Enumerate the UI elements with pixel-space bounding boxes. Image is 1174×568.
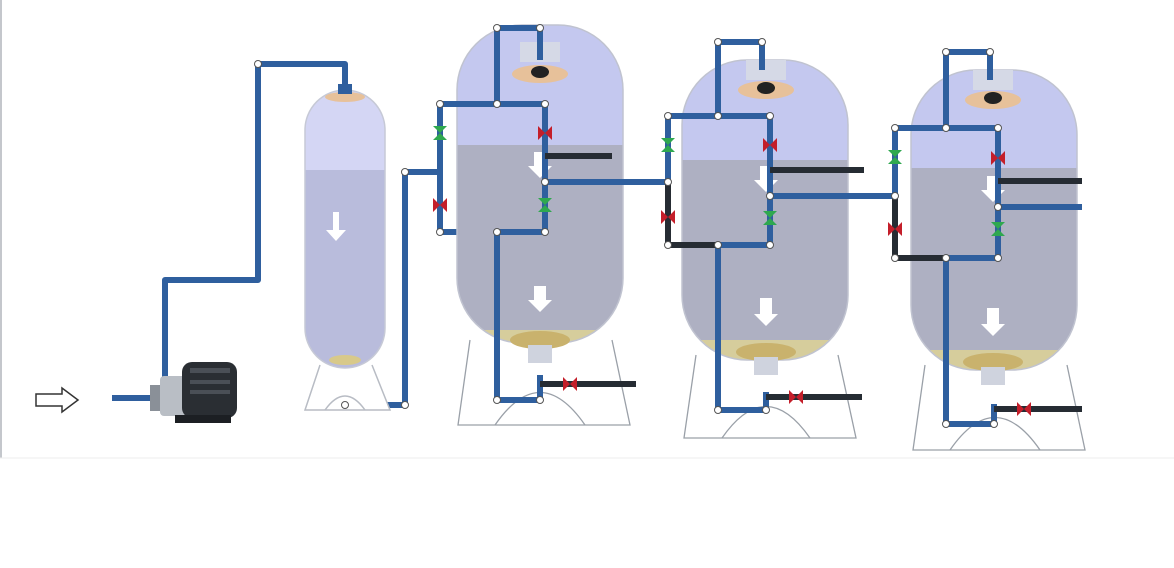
- valve-icon: [661, 138, 675, 152]
- valve-icon: [1017, 402, 1031, 416]
- filter-vessel-1: [254, 24, 668, 426]
- valve-icon: [563, 377, 577, 391]
- down-arrow-icon: [981, 308, 1005, 336]
- down-arrow-icon: [326, 212, 346, 241]
- valve-icon: [991, 151, 1005, 165]
- distributor-icon: [325, 84, 365, 365]
- valve-icon: [888, 222, 902, 236]
- inlet-arrow-icon: [35, 386, 80, 414]
- valve-icon: [433, 198, 447, 212]
- filter-vessel-3: [888, 48, 1086, 451]
- valve-icon: [991, 222, 1005, 236]
- valve-icon: [538, 198, 552, 212]
- valve-icon: [789, 390, 803, 404]
- valve-icon: [763, 211, 777, 225]
- valve-icon: [538, 126, 552, 140]
- pump-icon: [150, 362, 237, 423]
- valve-icon: [661, 210, 675, 224]
- filter-vessel-2: [661, 38, 895, 439]
- distributor-icon: [963, 70, 1023, 385]
- valve-icon: [433, 126, 447, 140]
- column-support: [303, 364, 392, 411]
- valve-icon: [763, 138, 777, 152]
- pre-filter-column: [303, 84, 392, 411]
- valve-icon: [888, 150, 902, 164]
- distributor-icon: [510, 42, 570, 363]
- down-arrow-icon: [754, 298, 778, 326]
- down-arrow-icon: [528, 286, 552, 312]
- distributor-icon: [736, 60, 796, 375]
